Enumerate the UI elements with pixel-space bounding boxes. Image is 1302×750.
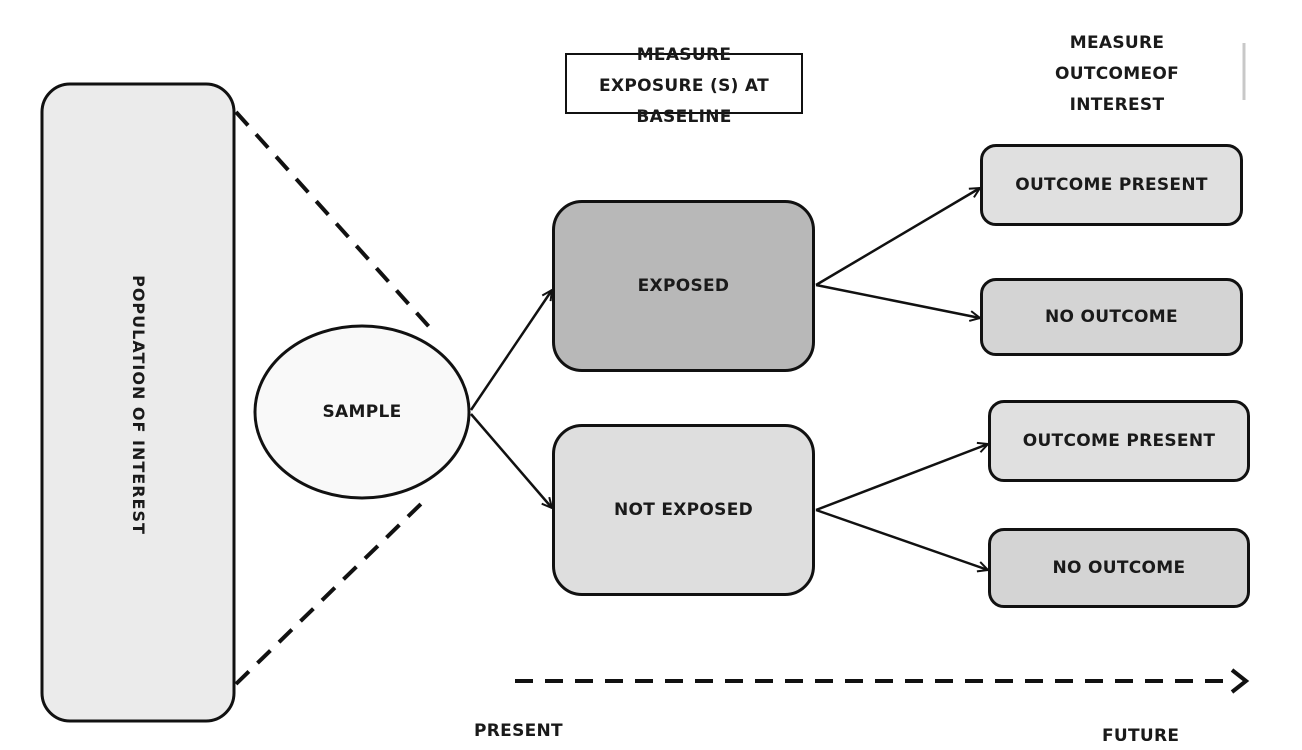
timeline-end-label: FUTURE (1102, 726, 1180, 746)
arrow-sample-not-exposed (470, 413, 552, 508)
exposure-header-line-1: MEASURE (636, 45, 732, 65)
arrow-exposed-outcome-present (815, 188, 980, 287)
exposed-label: EXPOSED (637, 276, 730, 296)
not-exposed-no-outcome-node: NO OUTCOME (988, 528, 1250, 608)
timeline-arrowhead (1230, 668, 1250, 694)
dashed-edge-upper (234, 110, 434, 332)
exposure-header: MEASURE EXPOSURE (S) AT BASELINE (599, 40, 769, 133)
exposure-header-box (565, 53, 803, 114)
outcome-header-line-2: OUTCOMEOF (1054, 64, 1180, 84)
exposed-outcome-present-label: OUTCOME PRESENT (1015, 175, 1208, 195)
dashed-edge-lower (234, 498, 427, 686)
not-exposed-node: NOT EXPOSED (552, 424, 815, 596)
population-box (40, 82, 236, 723)
exposed-no-outcome-label: NO OUTCOME (1045, 307, 1178, 327)
arrow-exposed-no-outcome (815, 283, 980, 318)
exposed-node: EXPOSED (552, 200, 815, 372)
population-label: POPULATION OF INTEREST (129, 275, 148, 535)
exposed-outcome-present-node: OUTCOME PRESENT (980, 144, 1243, 226)
outcome-header-line-1: MEASURE (1069, 33, 1165, 53)
not-exposed-outcome-present-node: OUTCOME PRESENT (988, 400, 1250, 482)
exposure-header-line-2: EXPOSURE (S) AT (599, 76, 769, 96)
not-exposed-label: NOT EXPOSED (613, 500, 754, 520)
arrow-not-exposed-outcome-present (815, 444, 988, 512)
sample-node (253, 324, 471, 500)
arrow-not-exposed-no-outcome (815, 508, 988, 570)
not-exposed-no-outcome-label: NO OUTCOME (1052, 558, 1186, 578)
exposed-no-outcome-node: NO OUTCOME (980, 278, 1243, 356)
outcome-header-line-3: INTEREST (1069, 95, 1165, 115)
outcome-header: MEASURE OUTCOMEOF INTEREST (1055, 28, 1179, 121)
sample-label: SAMPLE (322, 402, 402, 422)
timeline-start-label: PRESENT (474, 721, 563, 741)
not-exposed-outcome-present-label: OUTCOME PRESENT (1022, 431, 1216, 451)
arrow-sample-exposed (469, 290, 552, 411)
exposure-header-line-3: BASELINE (636, 107, 732, 127)
